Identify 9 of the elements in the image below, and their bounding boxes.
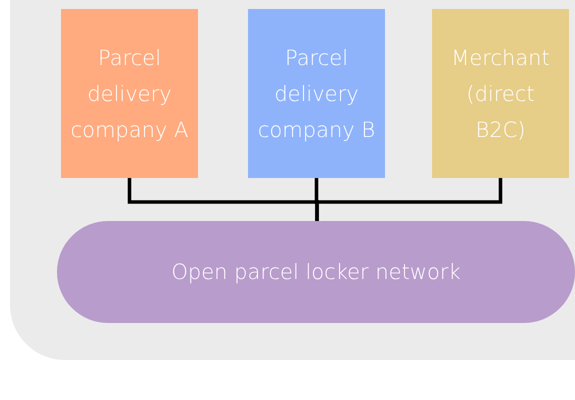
node-label: Merchant (direct B2C): [450, 44, 551, 144]
network-pill: [57, 221, 575, 323]
connector-line: [315, 178, 502, 221]
node-label: Parcel delivery company A: [70, 44, 190, 144]
node-label: Open parcel locker network: [171, 259, 461, 286]
company-box: [248, 9, 385, 178]
company-box: [61, 9, 198, 178]
node-label: Parcel delivery company B: [256, 44, 376, 144]
merchant-box: [432, 9, 569, 178]
